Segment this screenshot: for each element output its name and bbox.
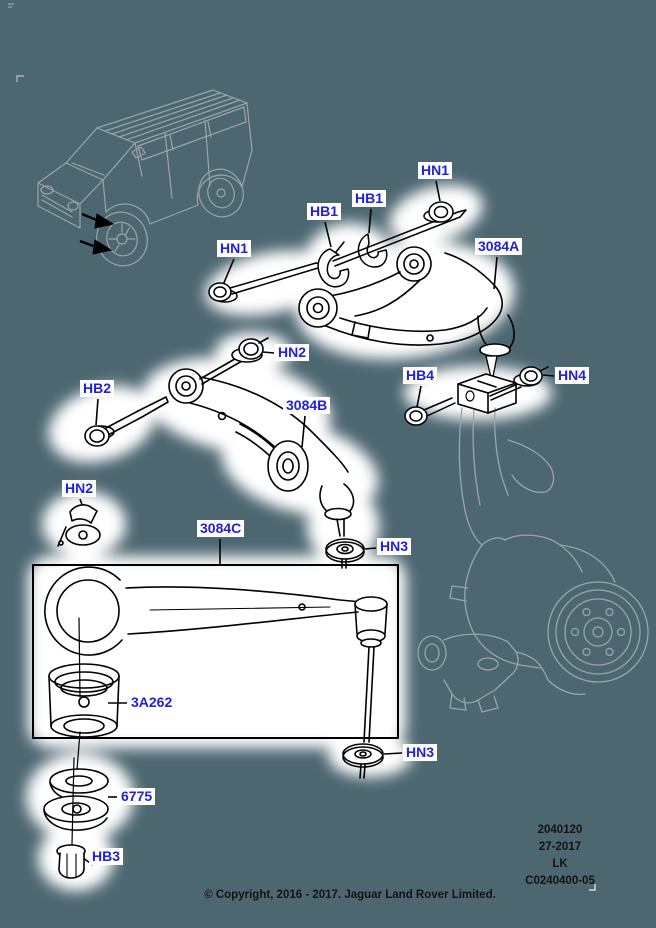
- upper-control-arm-drawing: [298, 246, 517, 414]
- callout-hn2-top[interactable]: HN2: [275, 344, 310, 361]
- callout-hn1-right[interactable]: HN1: [418, 162, 453, 179]
- callout-hb1-left[interactable]: HB1: [307, 203, 342, 220]
- front-lower-arm-drawing: [32, 564, 399, 879]
- steering-knuckle-sketch: [417, 407, 649, 713]
- callout-hb2[interactable]: HB2: [80, 380, 115, 397]
- rear-lower-arm-drawing: [57, 337, 365, 569]
- plate-code-lk: LK: [552, 858, 568, 870]
- location-arrows: [79, 212, 115, 255]
- callout-hb3[interactable]: HB3: [89, 848, 124, 865]
- fasteners-upper: [208, 201, 549, 426]
- callout-hn4[interactable]: HN4: [555, 367, 590, 384]
- crop-marks: [8, 3, 596, 891]
- callout-hn2-left[interactable]: HN2: [62, 480, 97, 497]
- plate-drawing-id: C0240400-05: [525, 875, 595, 887]
- vehicle-locator-sketch: [37, 89, 253, 267]
- plate-number: 2040120: [537, 824, 583, 836]
- callout-hn3-upper[interactable]: HN3: [377, 538, 412, 555]
- box-3084c: [32, 564, 399, 739]
- callout-hb1-right[interactable]: HB1: [352, 190, 387, 207]
- plate-date: 27-2017: [538, 841, 582, 853]
- callout-hn1-left[interactable]: HN1: [217, 240, 252, 257]
- copyright-line: © Copyright, 2016 - 2017. Jaguar Land Ro…: [204, 889, 496, 901]
- callout-3084b[interactable]: 3084B: [283, 397, 331, 414]
- callout-6775[interactable]: 6775: [118, 788, 156, 805]
- callout-hb4[interactable]: HB4: [403, 367, 438, 384]
- callout-3084c[interactable]: 3084C: [197, 520, 245, 537]
- callout-hn3-lower[interactable]: HN3: [403, 744, 438, 761]
- callout-3084a[interactable]: 3084A: [475, 238, 523, 255]
- drawing-plate-info: 2040120 27-2017 LK C0240400-05: [505, 822, 615, 890]
- callout-3a262[interactable]: 3A262: [128, 694, 176, 711]
